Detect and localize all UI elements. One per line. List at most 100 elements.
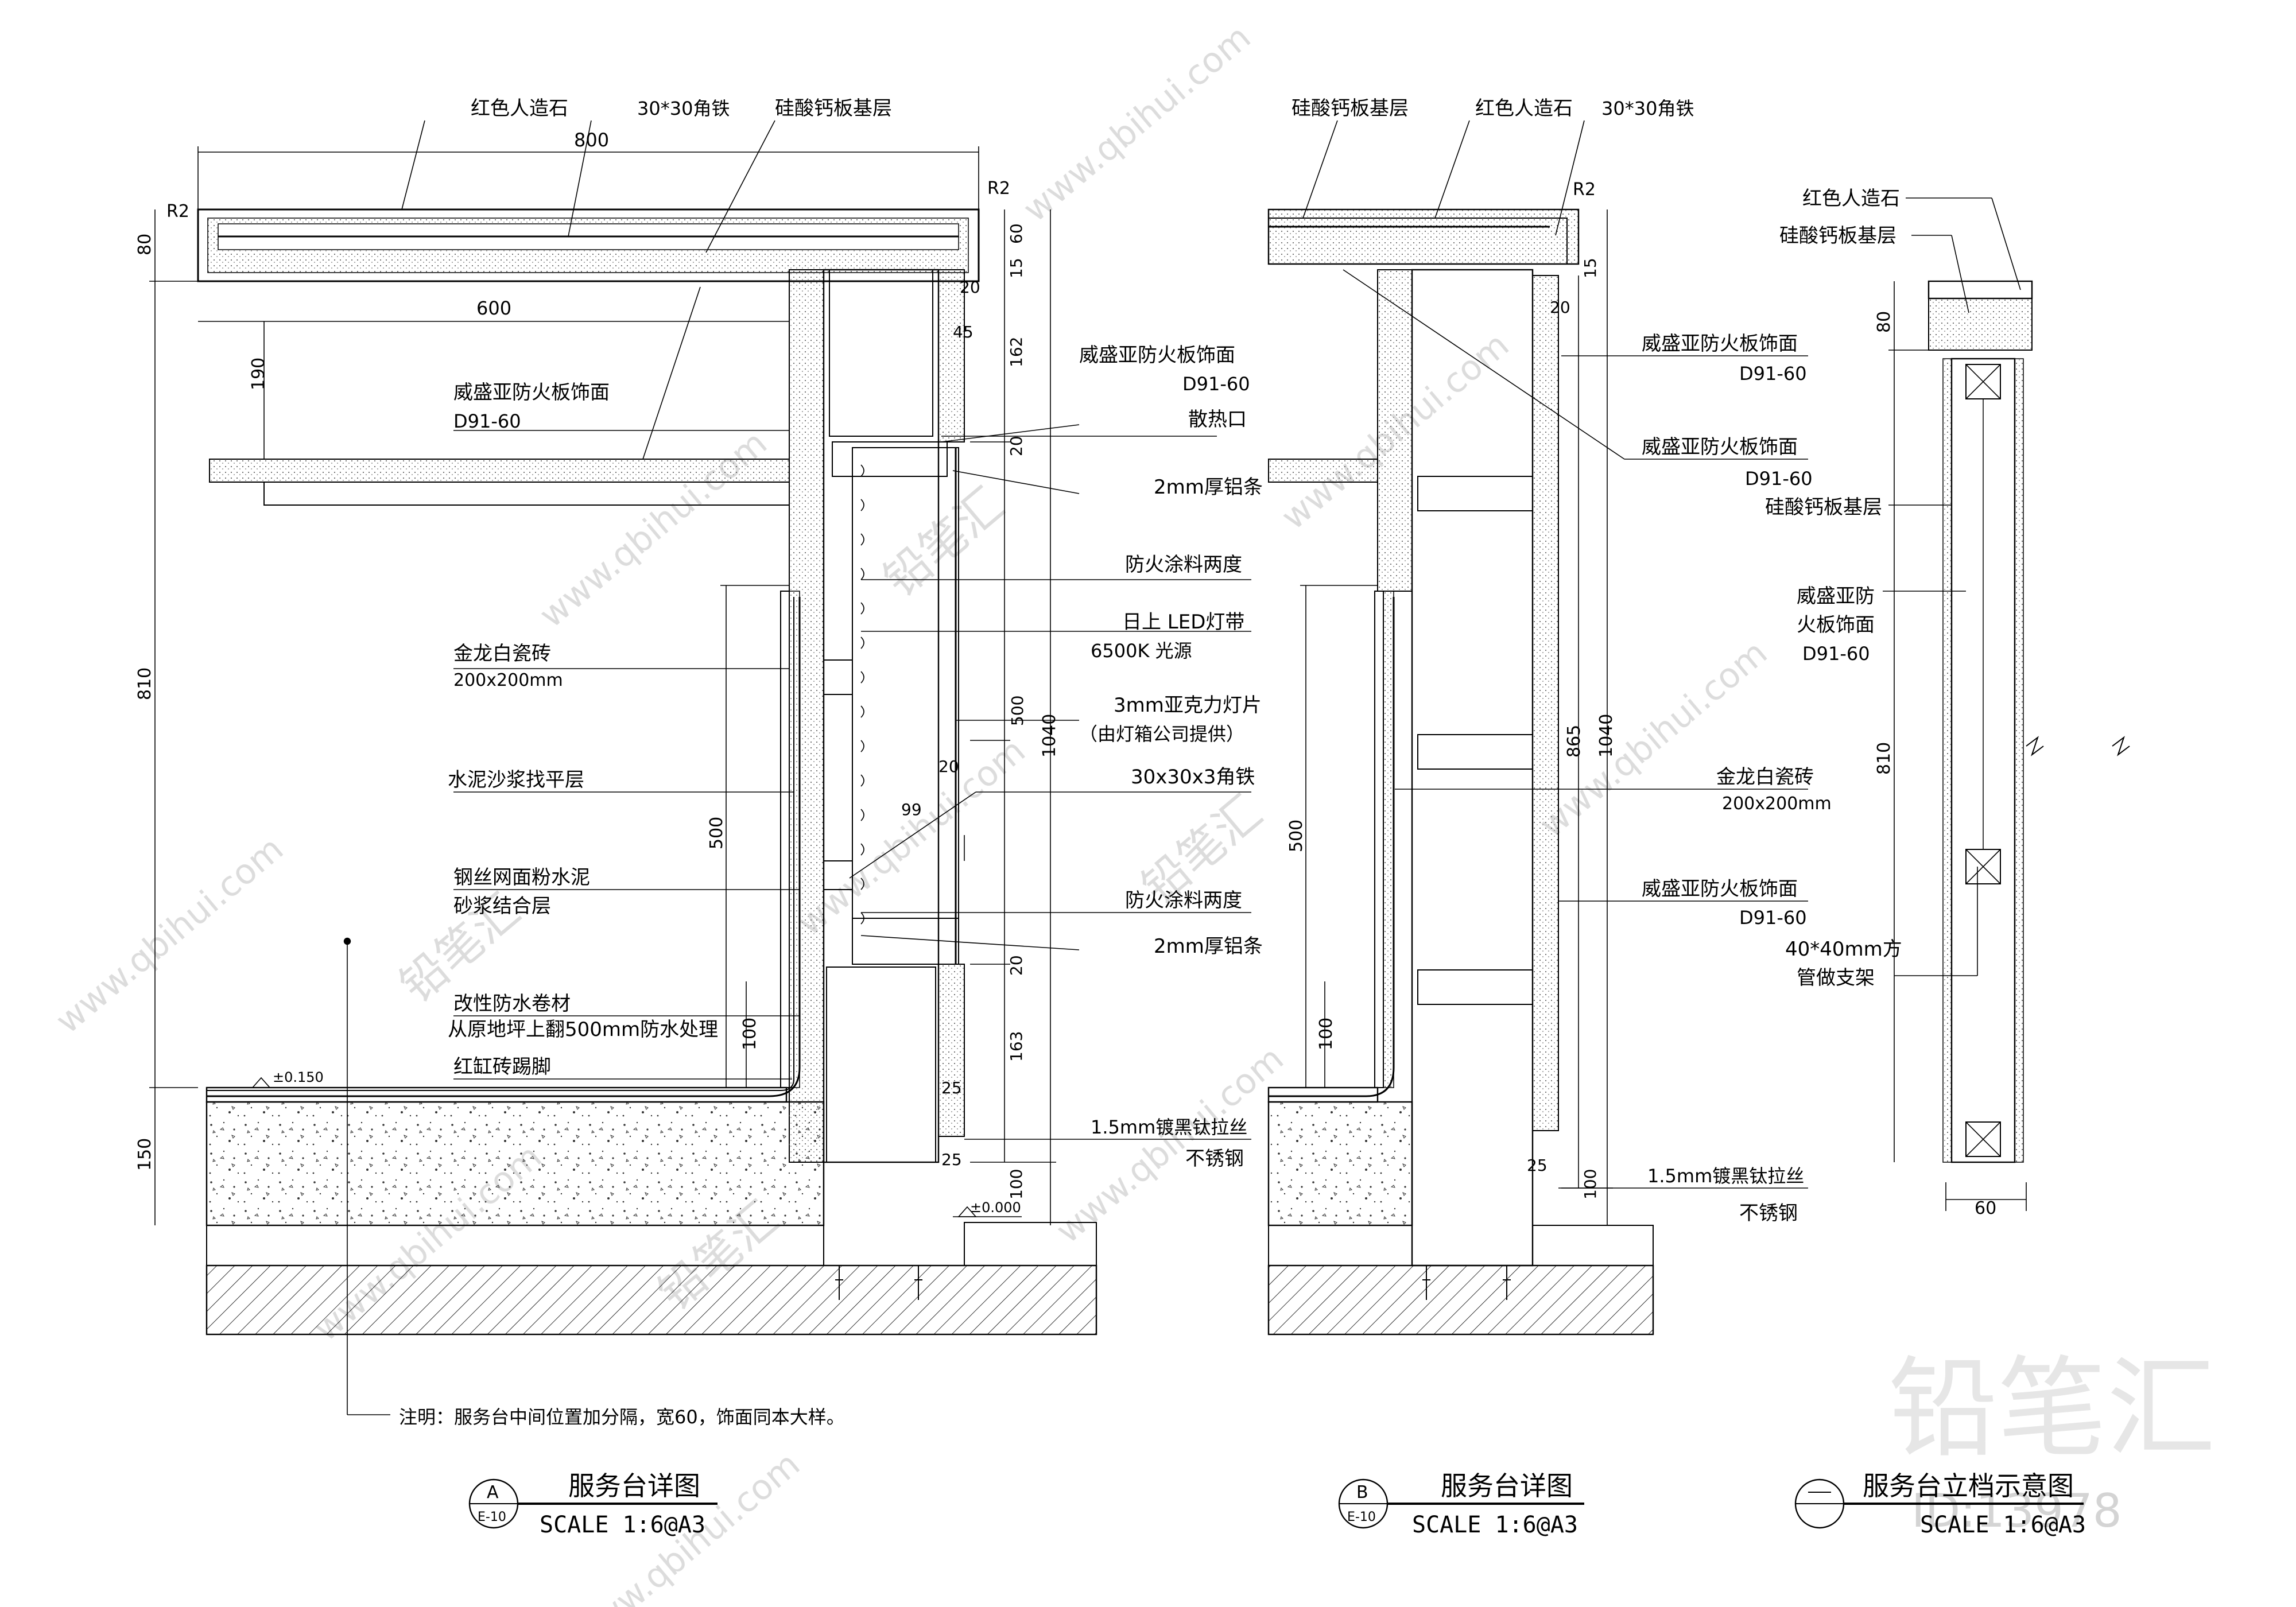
dim-100-right: 100 bbox=[1581, 1169, 1600, 1200]
section-tag-letter: B bbox=[1356, 1482, 1368, 1503]
dim-500: 500 bbox=[1286, 820, 1306, 852]
detail-scale: SCALE 1:6@A3 bbox=[1920, 1512, 2086, 1538]
dim-810: 810 bbox=[1874, 742, 1894, 775]
label-angle-steel: 30*30角铁 bbox=[1601, 98, 1694, 119]
dim-150: 150 bbox=[135, 1138, 155, 1171]
label-tile-size: 200x200mm bbox=[453, 670, 563, 690]
label-mesh: 钢丝网面粉水泥 bbox=[453, 866, 590, 889]
dim-100: 100 bbox=[1316, 1018, 1336, 1050]
dim-80: 80 bbox=[1874, 311, 1894, 333]
label-fireboard-code: D91-60 bbox=[453, 410, 521, 432]
label-calcium-board: 硅酸钙板基层 bbox=[1292, 97, 1409, 120]
label-fire-paint: 防火涂料两度 bbox=[1125, 553, 1242, 576]
dim-800: 800 bbox=[574, 129, 609, 151]
level-000: ±0.000 bbox=[970, 1200, 1021, 1216]
dim-162: 162 bbox=[1007, 337, 1026, 367]
detail-a-labels: 红色人造石 30*30角铁 硅酸钙板基层 威盛亚防火板饰面 D91-60 威盛亚… bbox=[135, 97, 1263, 1428]
watermark-url: www.qbihui.com bbox=[790, 731, 1033, 944]
watermark-url: www.qbihui.com bbox=[1015, 17, 1258, 230]
dim-20a: 20 bbox=[960, 278, 980, 297]
watermark-url: www.qbihui.com bbox=[48, 829, 291, 1042]
dim-15: 15 bbox=[1007, 258, 1026, 278]
label-skirting: 红缸砖踢脚 bbox=[453, 1055, 551, 1078]
detail-c bbox=[1883, 197, 2130, 1211]
section-tag-sheet: E-10 bbox=[478, 1510, 506, 1524]
label-fireboard-3: 威盛亚防火板饰面 bbox=[1642, 878, 1798, 900]
label-waterproof-2: 从原地坪上翻500mm防水处理 bbox=[448, 1018, 718, 1041]
square-tube bbox=[1965, 1121, 2001, 1157]
label-stone: 红色人造石 bbox=[1475, 97, 1573, 120]
dim-20: 20 bbox=[1550, 298, 1570, 317]
label-fireboard-code: D91-60 bbox=[1802, 643, 1870, 665]
section-tag-sheet: E-10 bbox=[1347, 1510, 1376, 1524]
dim-20b: 20 bbox=[1007, 436, 1026, 456]
dim-25: 25 bbox=[1527, 1156, 1548, 1175]
dim-1040: 1040 bbox=[1040, 714, 1060, 758]
dim-r2-left: R2 bbox=[166, 201, 189, 222]
detail-a-title: A E-10 服务台详图 SCALE 1:6@A3 bbox=[468, 1470, 718, 1538]
dim-20c: 20 bbox=[938, 757, 959, 776]
dim-25a: 25 bbox=[941, 1078, 962, 1097]
dim-60: 60 bbox=[1007, 223, 1026, 244]
label-vent: 散热口 bbox=[1188, 408, 1247, 431]
detail-b-labels: 硅酸钙板基层 红色人造石 30*30角铁 威盛亚防火板饰面 D91-60 威盛亚… bbox=[1286, 97, 1832, 1225]
label-steel: 1.5mm镀黑钛拉丝 bbox=[1647, 1165, 1804, 1187]
label-fireboard-code: D91-60 bbox=[1739, 363, 1807, 385]
shelf bbox=[209, 459, 790, 483]
label-steel-2: 不锈钢 bbox=[1185, 1147, 1244, 1170]
label-fireboard: 威盛亚防火板饰面 bbox=[453, 381, 610, 404]
label-square-tube-2: 管做支架 bbox=[1797, 966, 1875, 989]
label-angle-steel: 30*30角铁 bbox=[637, 98, 730, 119]
label-square-tube: 40*40mm方 bbox=[1785, 938, 1902, 961]
detail-b bbox=[1267, 120, 1808, 1336]
label-stone: 红色人造石 bbox=[1802, 187, 1900, 210]
label-calcium-board-2: 硅酸钙板基层 bbox=[1765, 496, 1882, 519]
dim-25b: 25 bbox=[941, 1150, 962, 1169]
ground-hatch bbox=[205, 1264, 1097, 1336]
dim-865: 865 bbox=[1564, 725, 1584, 758]
label-tile-size: 200x200mm bbox=[1722, 794, 1832, 814]
dim-600: 600 bbox=[476, 297, 511, 319]
label-fireboard-right: 威盛亚防火板饰面 bbox=[1079, 344, 1235, 367]
label-calcium-board: 硅酸钙板基层 bbox=[1779, 224, 1896, 247]
label-mortar: 水泥沙浆找平层 bbox=[448, 768, 584, 791]
watermark-code: ID:13978 bbox=[1911, 1484, 2122, 1538]
label-acrylic-note: （由灯箱公司提供） bbox=[1079, 723, 1244, 745]
dim-190: 190 bbox=[249, 358, 269, 390]
dim-1040: 1040 bbox=[1596, 714, 1616, 758]
detail-c-title: 服务台立档示意图 SCALE 1:6@A3 bbox=[1794, 1470, 2086, 1538]
label-waterproof: 改性防水卷材 bbox=[453, 992, 571, 1015]
label-led: 日上 LED灯带 bbox=[1122, 611, 1244, 634]
drawing-note: 注明：服务台中间位置加分隔，宽60，饰面同本大样。 bbox=[399, 1406, 845, 1428]
dim-500: 500 bbox=[707, 817, 727, 849]
front-panel-frame bbox=[823, 269, 940, 1163]
label-fireboard-right-code: D91-60 bbox=[1182, 373, 1250, 395]
detail-c-labels: 红色人造石 硅酸钙板基层 硅酸钙板基层 威盛亚防 火板饰面 D91-60 40*… bbox=[1765, 187, 1996, 1218]
watermark-url: www.qbihui.com bbox=[532, 423, 775, 636]
watermark-brand-large: 铅笔汇 bbox=[1888, 1345, 2216, 1472]
dim-500-right: 500 bbox=[1008, 696, 1027, 726]
label-steel: 1.5mm镀黑钛拉丝 bbox=[1091, 1116, 1247, 1138]
concrete-slab bbox=[205, 1101, 825, 1226]
dim-80: 80 bbox=[135, 234, 155, 255]
label-acrylic: 3mm亚克力灯片 bbox=[1114, 694, 1262, 717]
dim-r2-right: R2 bbox=[987, 178, 1010, 199]
label-fireboard-3-code: D91-60 bbox=[1739, 907, 1807, 929]
watermark-url: www.qbihui.com bbox=[1048, 1038, 1291, 1251]
detail-b-title: B E-10 服务台详图 SCALE 1:6@A3 bbox=[1338, 1470, 1584, 1538]
dim-r2: R2 bbox=[1573, 180, 1596, 200]
detail-title: 服务台详图 bbox=[1441, 1470, 1573, 1501]
label-fireboard: 威盛亚防火板饰面 bbox=[1642, 332, 1798, 355]
label-led-spec: 6500K 光源 bbox=[1091, 640, 1192, 662]
detail-a bbox=[149, 120, 1251, 1415]
section-tag-letter: A bbox=[487, 1482, 499, 1503]
detail-title: 服务台立档示意图 bbox=[1863, 1470, 2074, 1501]
label-calcium-board: 硅酸钙板基层 bbox=[775, 97, 892, 120]
label-aluminum-strip-2: 2mm厚铝条 bbox=[1154, 935, 1263, 958]
watermark-brand: 铅笔汇 bbox=[874, 478, 1014, 607]
label-fireboard-2: 火板饰面 bbox=[1797, 614, 1875, 636]
dim-810: 810 bbox=[135, 667, 155, 700]
dim-99: 99 bbox=[901, 800, 922, 819]
label-stone: 红色人造石 bbox=[471, 97, 568, 120]
